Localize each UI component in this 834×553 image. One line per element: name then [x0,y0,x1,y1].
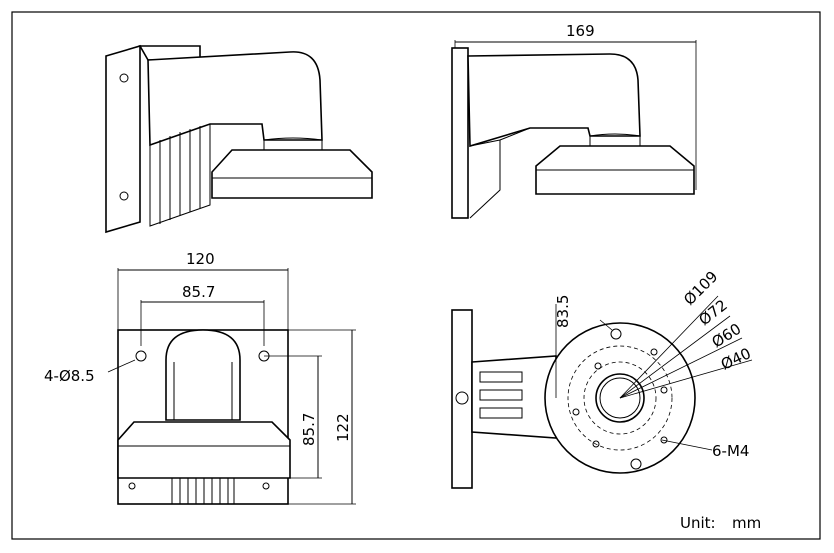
dim-85-7-v: 85.7 [300,413,318,446]
view-bottom: 83.5 Ø109 Ø72 Ø60 Ø40 6-M4 [451,268,754,489]
dim-169: 169 [566,22,595,40]
dim-120: 120 [186,250,215,268]
view-side-left [105,44,373,234]
drawing-border [11,11,821,540]
holes-label: 4-Ø8.5 [44,367,95,385]
dim-d40: Ø40 [718,344,754,373]
view-front: 120 85.7 4-Ø8.5 85.7 122 [44,250,356,505]
dim-122: 122 [334,413,352,442]
unit-label: Unit: [680,514,716,532]
dim-thread: 6-M4 [712,442,749,460]
dim-83-5: 83.5 [554,295,572,328]
dim-85-7-h: 85.7 [182,283,215,301]
view-side-right: 169 [451,22,697,219]
unit-value: mm [732,514,761,532]
